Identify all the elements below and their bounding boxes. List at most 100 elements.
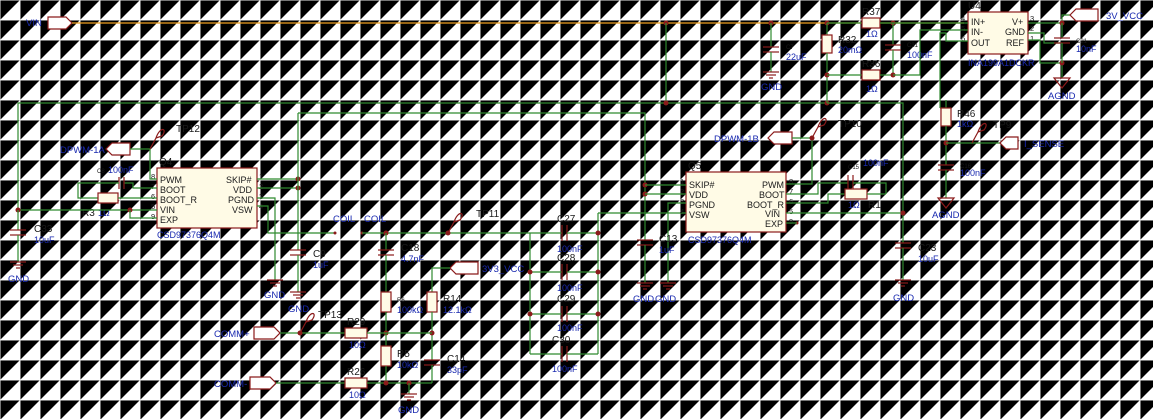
svg-text:1Ω: 1Ω <box>98 208 110 218</box>
capacitor-c15[interactable]: C15 100nF <box>786 158 889 195</box>
svg-text:Q5: Q5 <box>688 161 702 172</box>
capacitor-c9[interactable]: C9 1uF <box>290 249 329 292</box>
resistor-r37[interactable]: R37 1Ω <box>827 7 964 39</box>
svg-text:GND: GND <box>288 304 309 315</box>
resistor-r29[interactable]: R29 10Ω <box>344 317 432 350</box>
ground-symbol-q5: GND <box>655 282 676 305</box>
capacitor-c30[interactable]: C30 100nF <box>530 335 598 374</box>
resistor-r6[interactable]: R6 100kΩ <box>380 291 424 333</box>
svg-text:33pF: 33pF <box>447 365 468 375</box>
svg-text:TP13: TP13 <box>318 310 342 321</box>
svg-text:1: 1 <box>259 172 263 181</box>
capacitor-c29[interactable]: C29 100nF <box>530 294 598 333</box>
ground-symbol-c13: GND <box>633 282 654 305</box>
svg-text:GND: GND <box>761 82 782 93</box>
resistor-r1[interactable]: 1Ω R1 <box>786 188 886 211</box>
svg-text:COMM+: COMM+ <box>214 329 250 340</box>
svg-text:Q4: Q4 <box>159 157 173 168</box>
net-flag-comm-minus[interactable]: COMM- <box>214 376 277 390</box>
net-flag-comm-plus[interactable]: COMM+ <box>214 326 281 340</box>
capacitor-c21[interactable]: C21 10nF <box>1054 23 1097 63</box>
net-flag-3v-vcc[interactable]: 3V_VCC <box>1069 8 1143 22</box>
resistor-r26[interactable]: R26 10Ω <box>344 367 432 400</box>
svg-text:10nF: 10nF <box>1076 44 1097 54</box>
svg-text:BOOT: BOOT <box>160 185 186 195</box>
svg-text:INA199A1DCKR: INA199A1DCKR <box>968 58 1035 68</box>
capacitor-c8[interactable]: C8 100nF <box>77 165 157 199</box>
svg-text:EXP: EXP <box>765 219 783 229</box>
net-flag-vin[interactable]: VIN <box>26 16 73 30</box>
svg-text:6: 6 <box>961 34 965 43</box>
svg-text:V+: V+ <box>1012 17 1023 27</box>
resistor-r32[interactable]: R32 20mΩ <box>821 23 863 103</box>
ic-u4[interactable]: U4 INA199A1DCKR IN+ IN- OUT V+ GND REF 4… <box>961 1 1035 68</box>
svg-text:1: 1 <box>1030 34 1034 43</box>
svg-text:EXP: EXP <box>160 215 178 225</box>
svg-text:3: 3 <box>680 197 684 206</box>
svg-text:PWM: PWM <box>762 180 784 190</box>
svg-text:C18: C18 <box>401 243 420 254</box>
svg-text:10uF: 10uF <box>918 254 939 264</box>
ic-q4[interactable]: Q4 CSD97376Q4M PWM BOOT BOOT_R VIN EXP S… <box>151 157 263 240</box>
capacitor-c13[interactable]: C13 1uF <box>637 234 678 283</box>
capacitor-c28[interactable]: C28 100nF <box>530 253 598 293</box>
svg-text:IN+: IN+ <box>971 17 985 27</box>
net-flag-3v3-vcc[interactable]: 3V3_VCC <box>449 261 524 275</box>
svg-text:7: 7 <box>789 187 793 196</box>
svg-text:100nF: 100nF <box>557 323 583 333</box>
resistor-r36[interactable]: R36 1Ω <box>827 59 893 94</box>
capacitor-c23[interactable]: C23 10uF <box>895 242 939 280</box>
svg-text:TP12: TP12 <box>176 124 200 135</box>
svg-text:5: 5 <box>789 207 793 216</box>
svg-text:C28: C28 <box>557 253 576 264</box>
svg-text:4: 4 <box>680 207 684 216</box>
testpoint-tp10[interactable]: TP10 <box>811 117 862 139</box>
svg-text:3: 3 <box>1030 14 1034 23</box>
testpoint-tp13[interactable]: TP13 <box>299 310 342 334</box>
svg-text:REF: REF <box>1006 38 1025 48</box>
svg-text:R5: R5 <box>397 349 410 360</box>
testpoint-tp12[interactable]: TP12 <box>149 124 200 150</box>
svg-text:C13: C13 <box>659 234 678 245</box>
svg-text:IN-: IN- <box>971 27 983 37</box>
svg-text:C15: C15 <box>848 165 860 171</box>
resistor-r14[interactable]: R14 12.1kΩ <box>426 291 472 360</box>
svg-text:100nF: 100nF <box>863 158 889 168</box>
net-flag-dpwm-1b[interactable]: DPWM-1B <box>714 131 793 145</box>
svg-text:2: 2 <box>680 187 684 196</box>
testpoint-tp11[interactable]: TP11 <box>447 209 500 234</box>
svg-text:CSD97376Q4M: CSD97376Q4M <box>688 235 752 245</box>
svg-text:5: 5 <box>961 24 965 33</box>
capacitor-c18[interactable]: C18 4.7nF <box>378 233 425 292</box>
svg-text:3V3_VCC: 3V3_VCC <box>482 264 524 275</box>
capacitor-c27[interactable]: C27 100nF <box>530 214 598 254</box>
capacitor-c16[interactable]: C16 100nF <box>938 164 986 198</box>
resistor-r3[interactable]: R3 1Ω <box>82 192 157 219</box>
testpoint-tp9[interactable]: TP9 <box>971 120 1012 144</box>
capacitor-c14[interactable]: C14 33pF <box>424 354 468 383</box>
capacitor-c7[interactable]: C7 22uF <box>763 23 807 72</box>
svg-text:10Ω: 10Ω <box>349 390 366 400</box>
svg-text:R46: R46 <box>957 109 976 120</box>
svg-text:C23: C23 <box>918 243 937 254</box>
svg-text:C16: C16 <box>960 164 972 170</box>
resistor-r5[interactable]: R5 10kΩ <box>380 333 419 383</box>
svg-text:20mΩ: 20mΩ <box>838 45 863 55</box>
net-flag-dpwm-1a[interactable]: DPWM-1A <box>60 142 131 156</box>
svg-text:1Ω: 1Ω <box>866 29 878 39</box>
svg-text:6: 6 <box>151 192 155 201</box>
ground-symbol-q4: GND <box>264 279 285 301</box>
svg-text:100nF: 100nF <box>108 165 134 175</box>
svg-text:C31: C31 <box>907 43 919 49</box>
svg-text:TP10: TP10 <box>838 119 862 130</box>
svg-text:VSW: VSW <box>689 210 710 220</box>
svg-text:DPWM-1B: DPWM-1B <box>714 134 759 145</box>
svg-text:OUT: OUT <box>971 38 991 48</box>
net-flag-i-sense[interactable]: I_SENSE <box>999 136 1064 150</box>
svg-text:8: 8 <box>151 172 155 181</box>
capacitor-c33[interactable]: C33 10uF <box>10 210 55 262</box>
ic-q5[interactable]: Q5 CSD97376Q4M SKIP# VDD PGND VSW PWM BO… <box>680 161 793 245</box>
svg-text:PGND: PGND <box>228 195 255 205</box>
svg-text:C8: C8 <box>97 169 105 175</box>
